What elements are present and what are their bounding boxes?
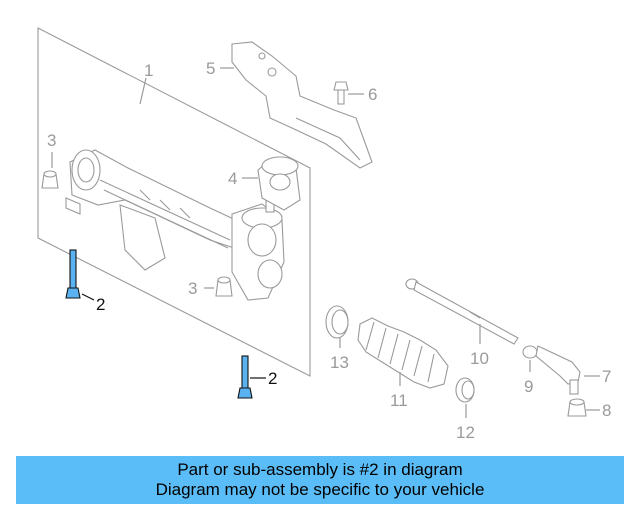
callout-7: 7: [602, 367, 611, 386]
tie-rod-end-part-7: [535, 345, 581, 395]
clamp-part-13: [325, 305, 349, 339]
leader-1: [139, 77, 147, 105]
callout-12: 12: [456, 423, 475, 442]
callout-9: 9: [524, 377, 533, 396]
bolt-part-2-right: [237, 355, 253, 399]
mount-part-4: [257, 156, 301, 211]
leader-2a: [81, 293, 95, 301]
callout-8: 8: [602, 401, 611, 420]
bolt-part-6: [333, 81, 349, 105]
callout-2b: 2: [268, 369, 277, 388]
boot-part-11: [357, 317, 449, 389]
callout-5: 5: [206, 59, 215, 78]
callout-2a: 2: [96, 295, 105, 314]
nut-part-9: [522, 345, 538, 359]
callout-13: 13: [330, 353, 349, 372]
callout-3b: 3: [188, 279, 197, 298]
callout-3a: 3: [47, 131, 56, 150]
callout-10: 10: [470, 349, 489, 368]
plug-part-3-lower: [215, 276, 233, 297]
parts-diagram: 1 3 3 4 5 6 7 8 9 10 11 12 13 2 2: [37, 27, 611, 442]
bracket-part-5: [231, 41, 373, 169]
bolt-part-2-left: [65, 249, 81, 299]
clamp-part-12: [455, 377, 475, 403]
banner-line-2: Diagram may not be specific to your vehi…: [155, 480, 485, 499]
tie-rod-part-10: [405, 278, 519, 345]
info-banner: Part or sub-assembly is #2 in diagram Di…: [16, 456, 624, 504]
part-8: [567, 398, 587, 417]
callout-4: 4: [228, 169, 237, 188]
banner-line-1: Part or sub-assembly is #2 in diagram: [177, 460, 463, 479]
callout-1: 1: [144, 61, 153, 80]
callout-6: 6: [368, 85, 377, 104]
plug-part-3-upper: [41, 170, 59, 189]
steering-rack: [65, 149, 285, 301]
callout-11: 11: [390, 391, 408, 410]
